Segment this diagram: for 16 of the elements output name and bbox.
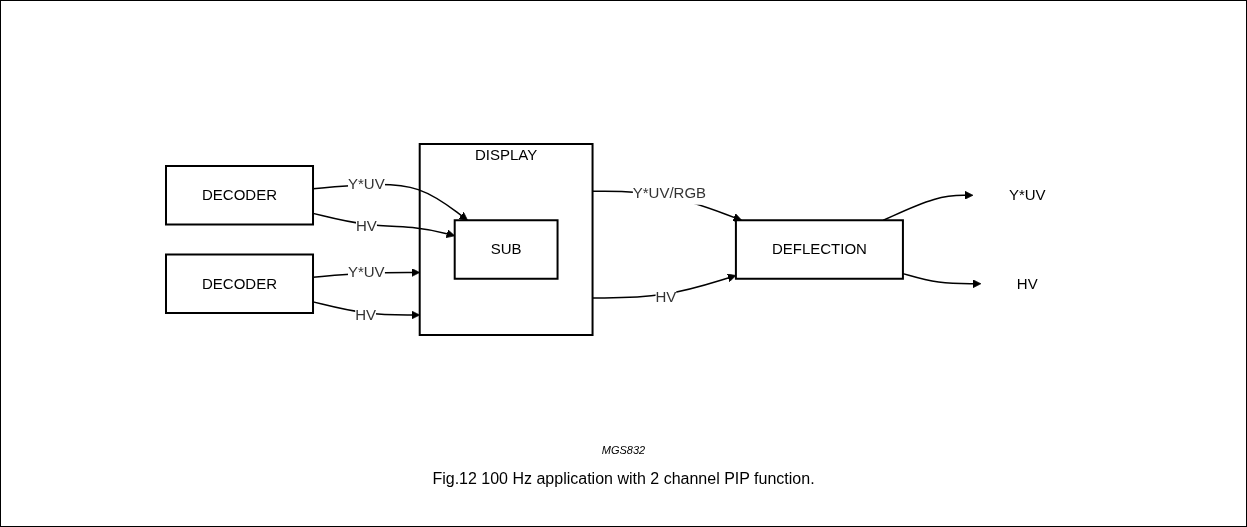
node-box: DECODER [164,165,314,226]
arrow [882,190,973,221]
node-box: DECODER [164,253,314,314]
edge-label: HV [355,217,377,235]
figure-code: MGS832 [601,443,646,456]
node-box: SUB [453,219,559,280]
arrow [591,273,736,299]
edge-label: HV [354,305,376,323]
node-text: HV [1016,274,1038,292]
edge-label: Y*UV [347,174,385,192]
edge-label: Y*UV/RGB [632,183,706,201]
node-text: Y*UV [1008,186,1046,203]
node-box: DEFLECTION [734,219,904,280]
edge-label: Y*UV [347,263,385,281]
edge-label: HV [655,288,676,306]
figure-caption: Fig.12 100 Hz application with 2 channel PIP function. [432,469,815,488]
